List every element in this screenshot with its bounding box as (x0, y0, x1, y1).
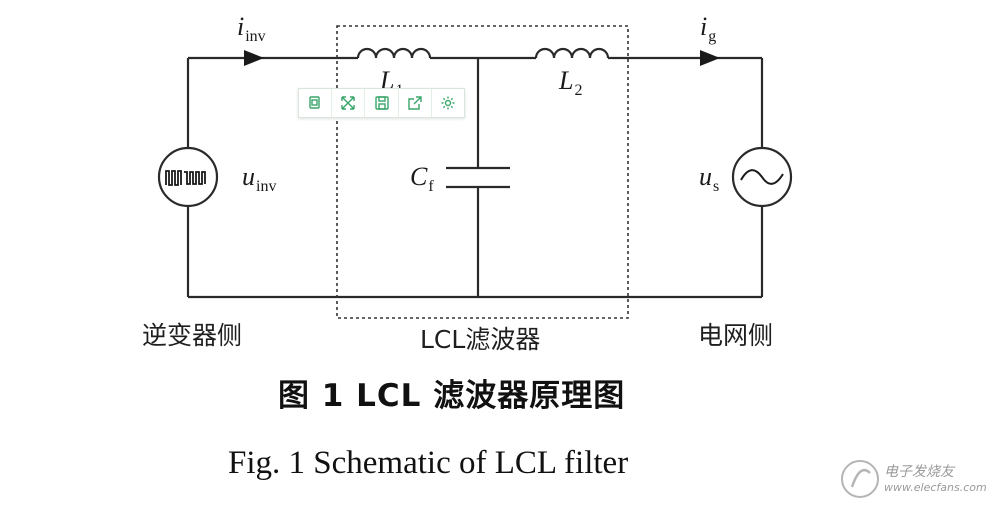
fullscreen-icon (341, 96, 355, 110)
image-toolbar (298, 88, 465, 118)
save-button[interactable] (365, 89, 399, 117)
sine-wave-icon (740, 169, 784, 185)
label-l2: L2 (559, 66, 583, 99)
label-u-s: us (699, 162, 720, 195)
fullscreen-button[interactable] (332, 89, 366, 117)
label-lcl-filter: LCL滤波器 (420, 325, 541, 354)
settings-button[interactable] (432, 89, 464, 117)
i-inv-arrow (244, 50, 264, 66)
label-u-inv: uinv (242, 162, 277, 195)
label-inverter-side: 逆变器侧 (142, 321, 243, 350)
label-i-g: ig (700, 12, 717, 45)
caption-english: Fig. 1 Schematic of LCL filter (228, 445, 629, 481)
inverter-source-symbol (157, 146, 219, 208)
filter-boundary-box (336, 25, 629, 319)
label-i-inv: iinv (237, 12, 266, 45)
caption-chinese: 图 1 LCL 滤波器原理图 (278, 378, 626, 414)
watermark-logo-icon (841, 460, 879, 498)
inductor-l2 (534, 47, 610, 59)
site-watermark: 电子发烧友 www.elecfans.com (838, 455, 988, 503)
save-icon (374, 96, 389, 110)
watermark-url: www.elecfans.com (884, 481, 987, 494)
copy-icon (309, 96, 320, 109)
inductor-l1 (356, 47, 432, 59)
label-grid-side: 电网侧 (698, 321, 774, 350)
pwm-waveform-icon (165, 170, 206, 186)
share-button[interactable] (399, 89, 432, 117)
i-g-arrow (700, 50, 720, 66)
settings-icon (441, 96, 455, 110)
label-c-f: Cf (410, 162, 434, 195)
watermark-text: 电子发烧友 (884, 464, 954, 480)
copy-button[interactable] (299, 89, 333, 117)
share-icon (408, 96, 422, 110)
